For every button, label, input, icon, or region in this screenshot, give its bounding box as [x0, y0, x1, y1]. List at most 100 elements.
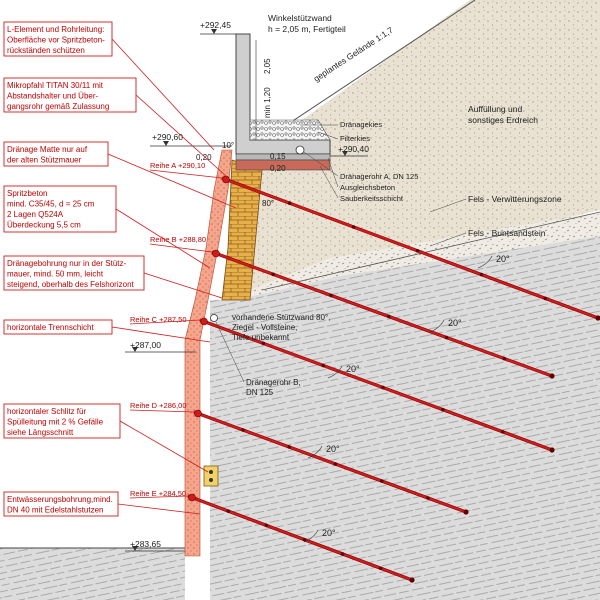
micropile-head-1 — [222, 175, 230, 184]
callout-leader-6 — [111, 326, 211, 343]
spacer — [264, 523, 269, 528]
anchor-angle-5: 20° — [322, 528, 336, 538]
level-287-00: +287,00 — [130, 340, 161, 350]
angle-arc-4 — [307, 445, 323, 459]
spacer — [241, 428, 245, 432]
micropile-3 — [199, 318, 553, 452]
spacer — [302, 537, 307, 542]
micropile-head-5 — [188, 493, 196, 502]
callout-6: horizontale Trennschicht — [3, 319, 211, 343]
callout-1-line-2: Oberfläche vor Spritzbeton- — [7, 36, 105, 45]
fill-label-2: sonstiges Erdreich — [468, 115, 538, 125]
callout-4-line-3: 2 Lagen Q524A — [7, 210, 64, 219]
level-292-45: +292,45 — [200, 20, 231, 30]
callouts: L-Element und Rohrleitung: Oberfläche vor… — [3, 21, 237, 517]
micropile-tip-3 — [549, 447, 555, 453]
drain-pipe-b-label-2: DN 125 — [246, 388, 274, 397]
wall-subtitle: h = 2,05 m, Fertigteil — [268, 24, 346, 34]
spacer — [333, 462, 338, 466]
callout-leader-2 — [135, 94, 227, 177]
anchor-angle-labels: 20°20°20°20°20° — [303, 254, 510, 543]
micropile-tip-5 — [409, 577, 415, 583]
row-label-leader-3 — [129, 319, 201, 325]
callout-8: Entwässerungsbohrung,mind.DN 40 mit Edel… — [3, 491, 201, 517]
callout-1: L-Element und Rohrleitung: Oberfläche vor… — [3, 21, 215, 151]
callout-7-line-3: siehe Längsschnitt — [7, 428, 74, 437]
leader-lines — [215, 124, 467, 383]
callout-leader-4 — [115, 208, 211, 269]
spacer — [271, 272, 276, 277]
callout-6-line-1: horizontale Trennschicht — [7, 323, 94, 332]
micropile-head-4 — [194, 409, 202, 418]
row-label-3: Reihe C +287,50 — [130, 315, 187, 324]
callout-box-8 — [3, 491, 119, 517]
callout-8-line-2: DN 40 mit Edelstahlstutzen — [7, 506, 104, 515]
row-label-4: Reihe D +286,00 — [130, 401, 187, 410]
spacer — [321, 363, 326, 368]
dim-020: 0,20 — [196, 153, 212, 162]
callout-1-line-1: L-Element und Rohrleitung: — [7, 25, 104, 34]
callout-leader-3 — [107, 153, 237, 209]
spacer — [261, 341, 266, 346]
row-label-leader-1 — [149, 169, 223, 179]
sandstone-rock-zone — [210, 236, 600, 600]
angle-80: 80° — [262, 199, 274, 208]
micropile-head-3 — [200, 317, 208, 326]
existing-wall-label-3: Tiefe unbekannt — [232, 333, 290, 342]
dim-020b: 0,20 — [270, 164, 286, 173]
drain-pipe-b-symbol — [210, 314, 218, 322]
row-label-1: Reihe A +290,10 — [150, 161, 205, 170]
callout-7-line-1: horizontaler Schlitz für — [7, 407, 86, 416]
spacer — [426, 496, 430, 500]
rock-weathered-label: Fels - Verwitterungszone — [468, 194, 562, 204]
cleanliness-layer — [235, 159, 331, 171]
micropile-tip-2 — [549, 373, 555, 379]
angle-arc-1 — [477, 255, 493, 269]
spacer — [415, 249, 420, 253]
spacer — [387, 314, 391, 319]
callout-5-line-3: steigend, oberhalb des Felshorizont — [7, 280, 135, 289]
dim-015: 0,15 — [270, 152, 286, 161]
row-label-leader-2 — [149, 243, 213, 253]
flush-slot — [203, 465, 219, 487]
callout-4-line-1: Spritzbeton — [7, 189, 47, 198]
anchor-angle-3: 20° — [346, 364, 360, 374]
spacer — [287, 201, 292, 205]
callout-box-6 — [3, 319, 113, 335]
spacer — [500, 430, 505, 434]
wall-title: Winkelstützwand — [268, 13, 332, 23]
anchor-angle-2: 20° — [448, 318, 462, 328]
callout-2-line-2: Abstandshalter und Über- — [7, 92, 99, 101]
filter-gravel-label: Filterkies — [340, 134, 370, 143]
callout-box-2 — [3, 77, 137, 113]
level-markers: +292,45 +290,60 +290,40 +287,00 +283,65 — [125, 20, 369, 552]
backfill-zone — [250, 0, 600, 290]
existing-wall-label-2: Ziegel - Vollsteine, — [232, 323, 297, 332]
fill-label-1: Auffüllung und — [468, 104, 522, 114]
callout-leader-7 — [119, 420, 209, 473]
spacer — [441, 407, 445, 412]
callout-box-7 — [3, 403, 121, 439]
micropile-2 — [211, 250, 553, 378]
ground-foreground — [0, 548, 185, 600]
spacer — [479, 272, 484, 277]
angle-arc-3 — [327, 365, 343, 379]
spacer — [329, 293, 333, 298]
callout-5: Dränagebohrung nur in der Stütz-mauer, m… — [3, 255, 223, 299]
drain-pipe-b-label-1: Dränagerohr B, — [246, 378, 301, 387]
levelling-concrete-label: Ausgleichsbeton — [340, 183, 395, 192]
drainage-gravel — [249, 119, 331, 141]
callout-1-line-3: rückständen schützen — [7, 46, 85, 55]
callout-leader-1 — [111, 38, 215, 151]
micropile-tip-4 — [463, 509, 469, 515]
callout-4-line-4: Überdeckung 5,5 cm — [7, 221, 81, 230]
callout-box-4 — [3, 185, 117, 233]
spacer — [340, 552, 345, 556]
angle-arc-5 — [303, 529, 319, 543]
callout-2: Mikropfahl TITAN 30/11 mitAbstandshalter… — [3, 77, 227, 177]
level-290-60: +290,60 — [152, 132, 183, 142]
callout-leader-5 — [143, 272, 223, 299]
